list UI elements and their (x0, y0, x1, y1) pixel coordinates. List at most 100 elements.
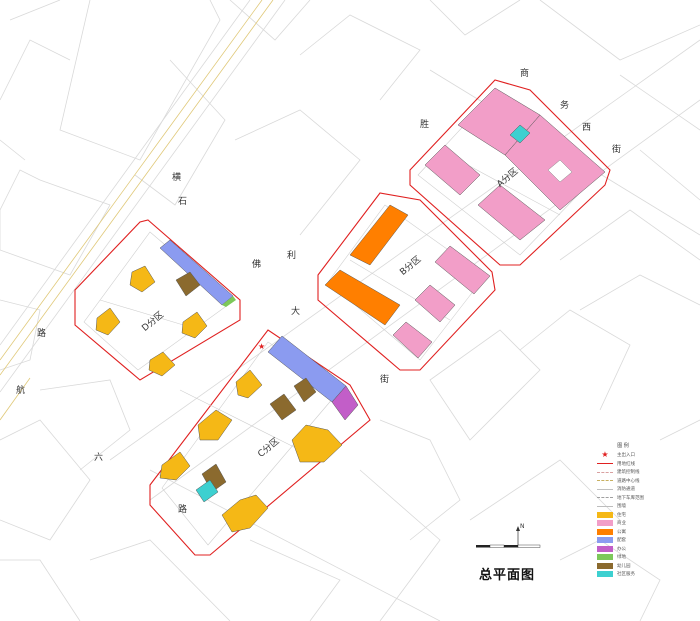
legend-color-swatch (597, 511, 613, 518)
legend-item-label: 绿地 (617, 555, 626, 561)
apartment-building (349, 204, 409, 266)
road-label: 石 (178, 197, 187, 207)
facility-building (159, 239, 234, 306)
legend-item: 住宅 (597, 511, 649, 520)
legend-item-label: 围墙 (617, 504, 626, 510)
residential-building (159, 451, 191, 481)
road-label: 胜 (420, 119, 429, 130)
road-label: 航 (16, 384, 25, 396)
legend-line-swatch (597, 488, 613, 490)
road-label: 佛 (252, 258, 261, 270)
legend-item-label: 商业 (617, 521, 626, 527)
zone-label-a: A分区 (495, 166, 521, 190)
main-entrance-star-icon: ★ (258, 342, 265, 351)
road-label: 横 (172, 171, 181, 183)
legend-line-swatch (597, 505, 613, 507)
legend-item-label: 住宅 (617, 512, 626, 518)
legend-title: 图 例 (617, 443, 629, 449)
legend-item-label: 公寓 (617, 529, 626, 535)
legend-item: 绿地 (597, 553, 649, 562)
road-label: 街 (612, 143, 621, 155)
zone-b-buildings (324, 204, 491, 359)
legend-item-label: 建筑控制线 (617, 470, 640, 476)
legend-item: 地下车库范围 (597, 494, 649, 503)
legend-color-swatch (597, 554, 613, 561)
legend-item-label: 社区服务 (617, 572, 635, 578)
legend-item-label: 主出入口 (617, 453, 635, 459)
road-label: 路 (37, 327, 46, 339)
legend-item-label: 用地红线 (617, 461, 635, 467)
kindergarten-building (269, 393, 297, 421)
legend-color-swatch (597, 520, 613, 527)
legend-color-swatch (597, 545, 613, 552)
legend-item: 道路中心线 (597, 477, 649, 486)
road-label: 大 (291, 305, 300, 317)
residential-building (221, 494, 269, 533)
legend-line-swatch (597, 497, 613, 499)
legend-item: 配套 (597, 536, 649, 545)
legend-item-label: 配套 (617, 538, 626, 544)
residential-building (181, 311, 208, 339)
legend-item: 社区服务 (597, 570, 649, 579)
residential-building (197, 409, 233, 441)
road-label: 路 (178, 503, 187, 515)
residential-building (235, 369, 263, 399)
zone-a-buildings (424, 87, 606, 241)
residential-building (291, 424, 343, 463)
legend-item: 围墙 (597, 502, 649, 511)
road-label: 商 (520, 67, 529, 79)
kindergarten-building (175, 271, 201, 297)
legend-color-swatch (597, 562, 613, 569)
road-label: 西 (582, 122, 591, 133)
legend: 图 例 ★ 主出入口用地红线建筑控制线道路中心线消防通道地下车库范围围墙住宅商业公… (597, 442, 649, 579)
residential-building (95, 307, 121, 336)
scale-bar (476, 544, 541, 548)
legend-item-label: 消防通道 (617, 487, 635, 493)
legend-item: 用地红线 (597, 460, 649, 469)
legend-item: 消防通道 (597, 485, 649, 494)
road-label: 务 (560, 99, 569, 111)
legend-item: 公寓 (597, 528, 649, 537)
legend-line-swatch (597, 480, 613, 482)
legend-color-swatch (597, 571, 613, 578)
commercial-building (434, 245, 491, 295)
legend-color-swatch (597, 537, 613, 544)
legend-item: 建筑控制线 (597, 468, 649, 477)
zone-d-buildings (95, 239, 236, 377)
legend-item: 幼儿园 (597, 562, 649, 571)
legend-star-icon: ★ (601, 450, 609, 460)
drawing-title: 总平面图 (479, 568, 536, 583)
legend-item-label: 办公 (617, 546, 626, 552)
road-center-lines (0, 0, 274, 421)
courtyard (547, 159, 573, 183)
commercial-building (504, 114, 606, 211)
kindergarten-building (293, 377, 317, 403)
legend-item-label: 幼儿园 (617, 563, 631, 569)
commercial-building (424, 144, 481, 196)
legend-line-swatch (597, 471, 613, 473)
service-building (195, 479, 219, 503)
residential-building (148, 351, 176, 377)
green-strip (222, 296, 236, 307)
commercial-building (392, 321, 433, 359)
north-label: N (520, 523, 525, 530)
legend-line-swatch (597, 463, 613, 465)
north-arrow-icon (516, 526, 520, 545)
apartment-building (324, 269, 401, 326)
legend-item: 商业 (597, 519, 649, 528)
service-building (509, 124, 531, 144)
commercial-building (477, 184, 546, 241)
zone-label-b: B分区 (398, 254, 424, 278)
residential-building (129, 265, 156, 293)
legend-item: 办公 (597, 545, 649, 554)
legend-item: ★ 主出入口 (597, 451, 649, 460)
legend-item-label: 道路中心线 (617, 478, 640, 484)
zone-label-c: C分区 (256, 436, 282, 460)
legend-item-label: 地下车库范围 (617, 495, 644, 501)
zone-c-buildings (159, 335, 359, 533)
road-label: 利 (287, 249, 296, 261)
legend-color-swatch (597, 528, 613, 535)
commercial-building (414, 284, 456, 323)
